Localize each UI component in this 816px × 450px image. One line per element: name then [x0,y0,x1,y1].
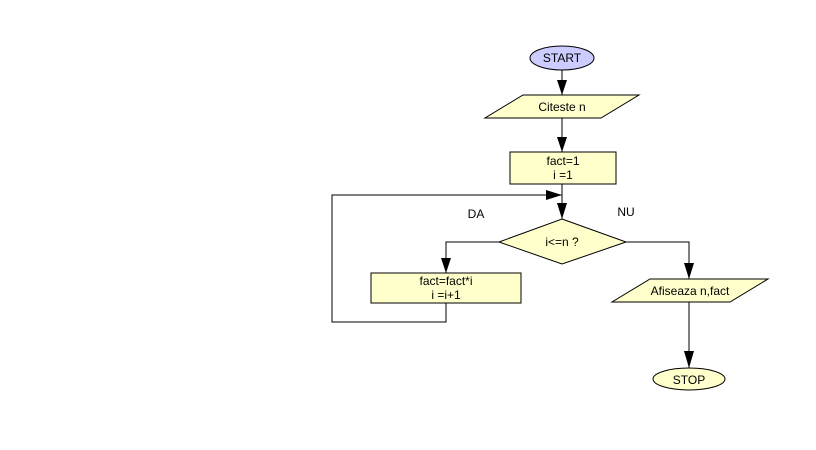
process-box [370,272,522,304]
init-line-1: fact=1 [546,154,579,168]
arrowhead-down-icon [684,351,694,368]
input-parallelogram [483,94,641,119]
stop-ellipse [652,367,726,391]
edge-yes-branch: DA [441,207,499,273]
output-node[interactable]: Afiseaza n,fact [610,278,770,303]
start-label: START [543,51,582,65]
connector-line [626,241,690,279]
edge-no-branch: NU [617,205,694,279]
arrowhead-right-icon [546,190,562,200]
read-label: Citeste n [538,100,585,114]
read-input-node[interactable]: Citeste n [483,94,641,119]
condition-decision-node[interactable]: i<=n ? [497,218,628,265]
condition-label: i<=n ? [545,235,579,249]
output-label: Afiseaza n,fact [651,284,730,298]
init-process-node[interactable]: fact=1 i =1 [509,151,617,185]
connector-line [445,241,499,273]
arrowhead-down-icon [684,263,694,279]
arrowhead-down-icon [441,258,451,273]
body-line-1: fact=fact*i [419,274,472,288]
process-box [509,151,617,185]
no-branch-label: NU [617,205,634,219]
loop-connector-line [331,194,562,323]
init-line-2: i =1 [553,168,573,182]
body-line-2: i =i+1 [431,288,461,302]
arrowhead-down-icon [557,203,567,219]
yes-branch-label: DA [468,207,485,221]
decision-diamond [497,218,628,265]
stop-label: STOP [673,373,705,387]
edge-loop-back [331,190,562,323]
edge-start-to-read [557,70,567,95]
edge-init-to-cond [557,184,567,219]
start-node[interactable]: START [529,45,595,71]
stop-node[interactable]: STOP [652,367,726,391]
arrowhead-down-icon [557,80,567,95]
output-parallelogram [610,278,770,303]
edge-read-to-init [557,118,567,152]
arrowhead-down-icon [557,137,567,152]
body-process-node[interactable]: fact=fact*i i =i+1 [370,272,522,304]
edge-output-to-stop [684,302,694,368]
